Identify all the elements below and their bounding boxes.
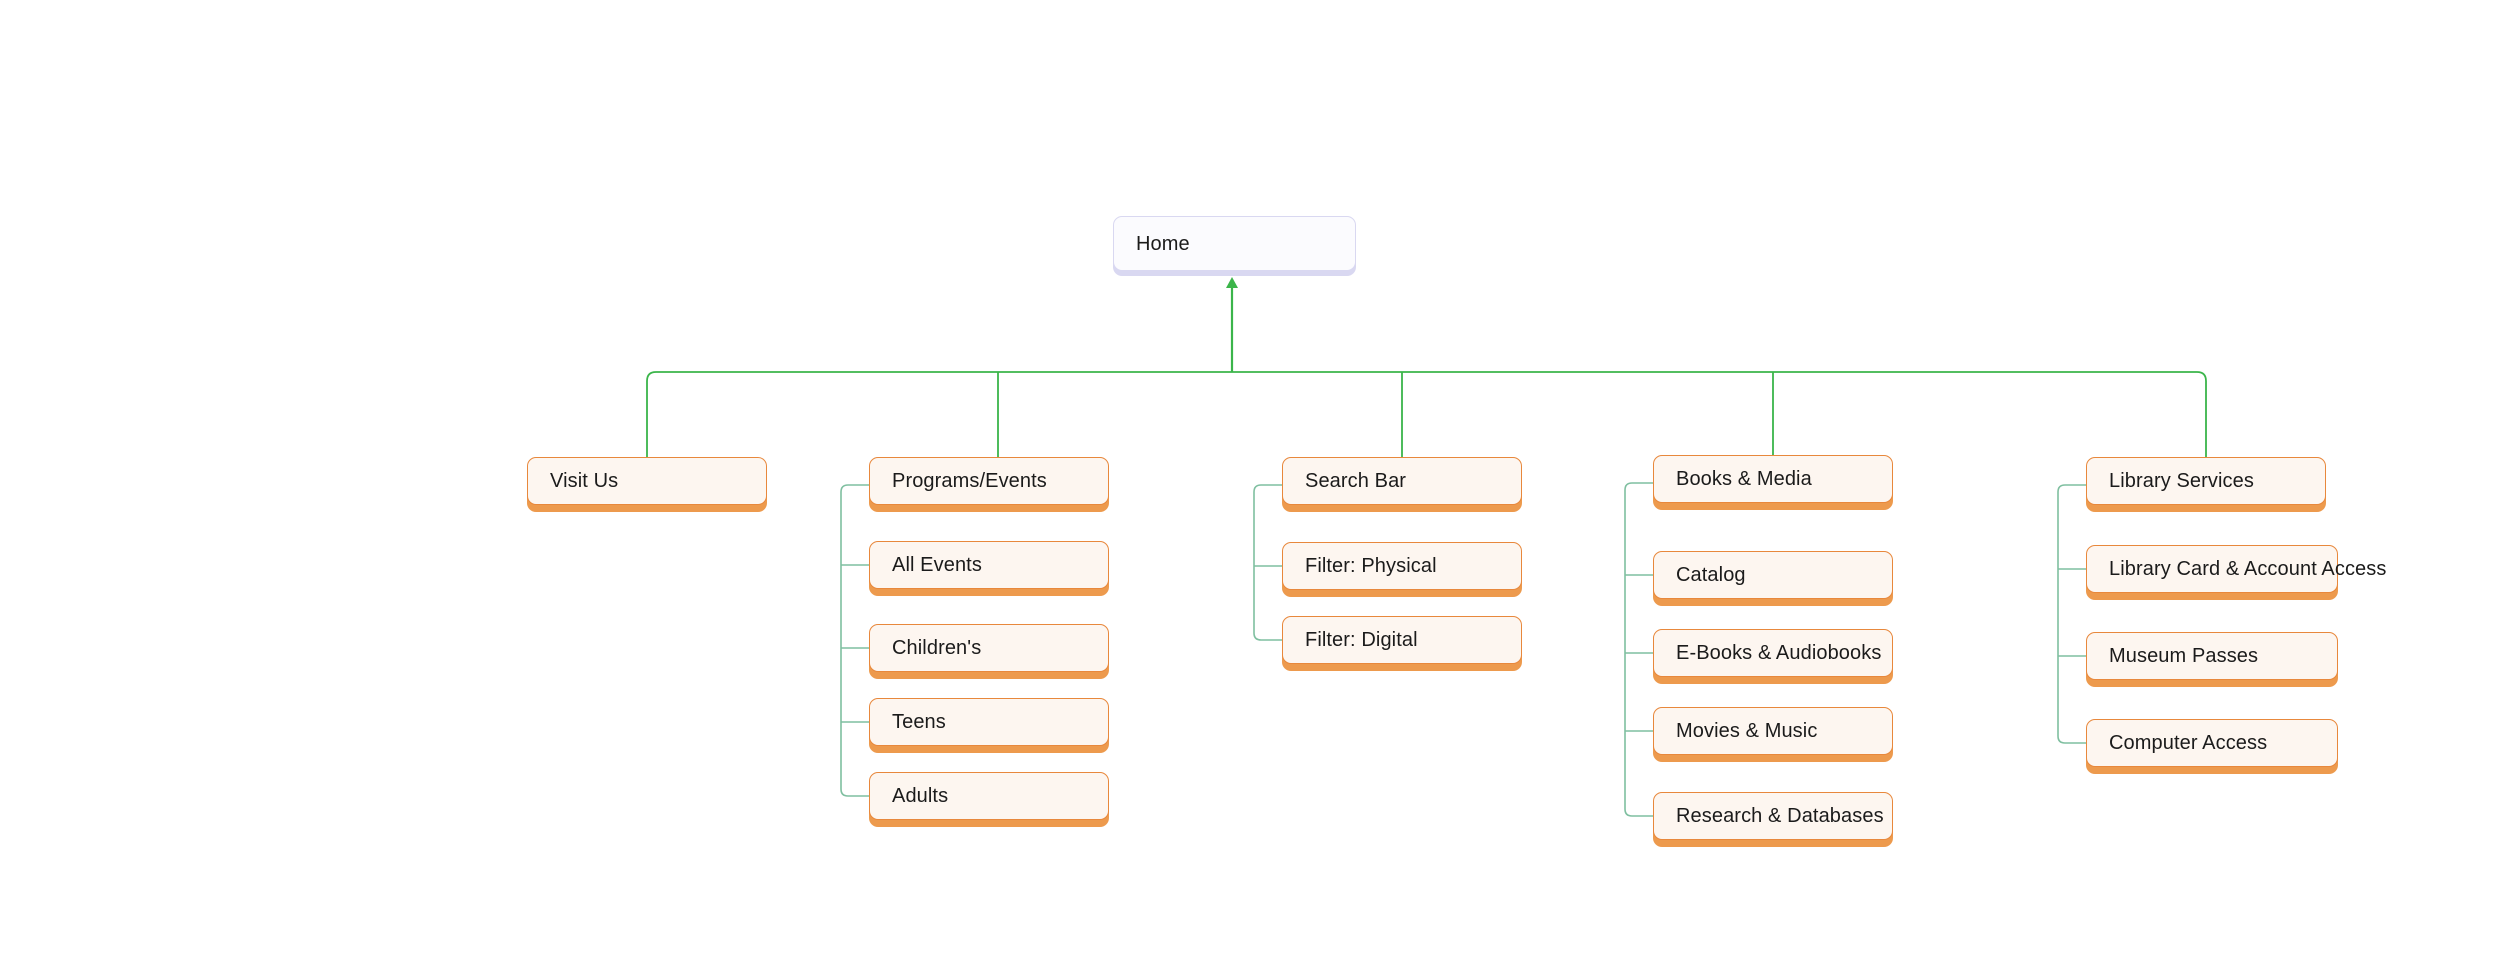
node-catalog[interactable]: Catalog (1653, 551, 1893, 599)
node-search-bar[interactable]: Search Bar (1282, 457, 1522, 505)
connector-edge (1624, 482, 1653, 817)
node-programs-events[interactable]: Programs/Events (869, 457, 1109, 505)
connector-edge (840, 484, 869, 797)
arrowhead-icon (1226, 277, 1238, 288)
node-label: Search Bar (1305, 470, 1407, 492)
node-books-media[interactable]: Books & Media (1653, 455, 1893, 503)
node-all-events[interactable]: All Events (869, 541, 1109, 589)
node-filter-digital[interactable]: Filter: Digital (1282, 616, 1522, 664)
node-label: Teens (892, 711, 946, 733)
node-label: Programs/Events (892, 470, 1047, 492)
node-library-card-account[interactable]: Library Card & Account Access (2086, 545, 2386, 593)
node-label: Library Card & Account Access (2109, 558, 2387, 580)
node-label: Filter: Physical (1305, 555, 1437, 577)
node-label: Computer Access (2109, 732, 2268, 754)
node-label: Filter: Digital (1305, 629, 1418, 651)
node-movies-music[interactable]: Movies & Music (1653, 707, 1893, 755)
node-home[interactable]: Home (1113, 216, 1356, 271)
node-label: Visit Us (550, 470, 619, 492)
connector-edge (646, 371, 2207, 457)
node-label: Library Services (2109, 470, 2254, 492)
node-museum-passes[interactable]: Museum Passes (2086, 632, 2338, 680)
node-label: Home (1136, 232, 1190, 255)
node-filter-physical[interactable]: Filter: Physical (1282, 542, 1522, 590)
node-research-databases[interactable]: Research & Databases (1653, 792, 1893, 840)
node-label: Children's (892, 637, 982, 659)
connector-edge (1253, 484, 1282, 641)
node-label: Museum Passes (2109, 645, 2259, 667)
connector-edge (2057, 484, 2086, 744)
node-computer-access[interactable]: Computer Access (2086, 719, 2338, 767)
node-library-services[interactable]: Library Services (2086, 457, 2326, 505)
node-teens[interactable]: Teens (869, 698, 1109, 746)
node-label: Catalog (1676, 564, 1746, 586)
node-label: Books & Media (1676, 468, 1812, 490)
node-childrens[interactable]: Children's (869, 624, 1109, 672)
node-label: Movies & Music (1676, 720, 1818, 742)
node-visit-us[interactable]: Visit Us (527, 457, 767, 505)
node-label: Adults (892, 785, 949, 807)
node-label: E-Books & Audiobooks (1676, 642, 1882, 664)
node-ebooks-audiobooks[interactable]: E-Books & Audiobooks (1653, 629, 1893, 677)
node-label: All Events (892, 554, 982, 576)
node-adults[interactable]: Adults (869, 772, 1109, 820)
node-label: Research & Databases (1676, 805, 1884, 827)
